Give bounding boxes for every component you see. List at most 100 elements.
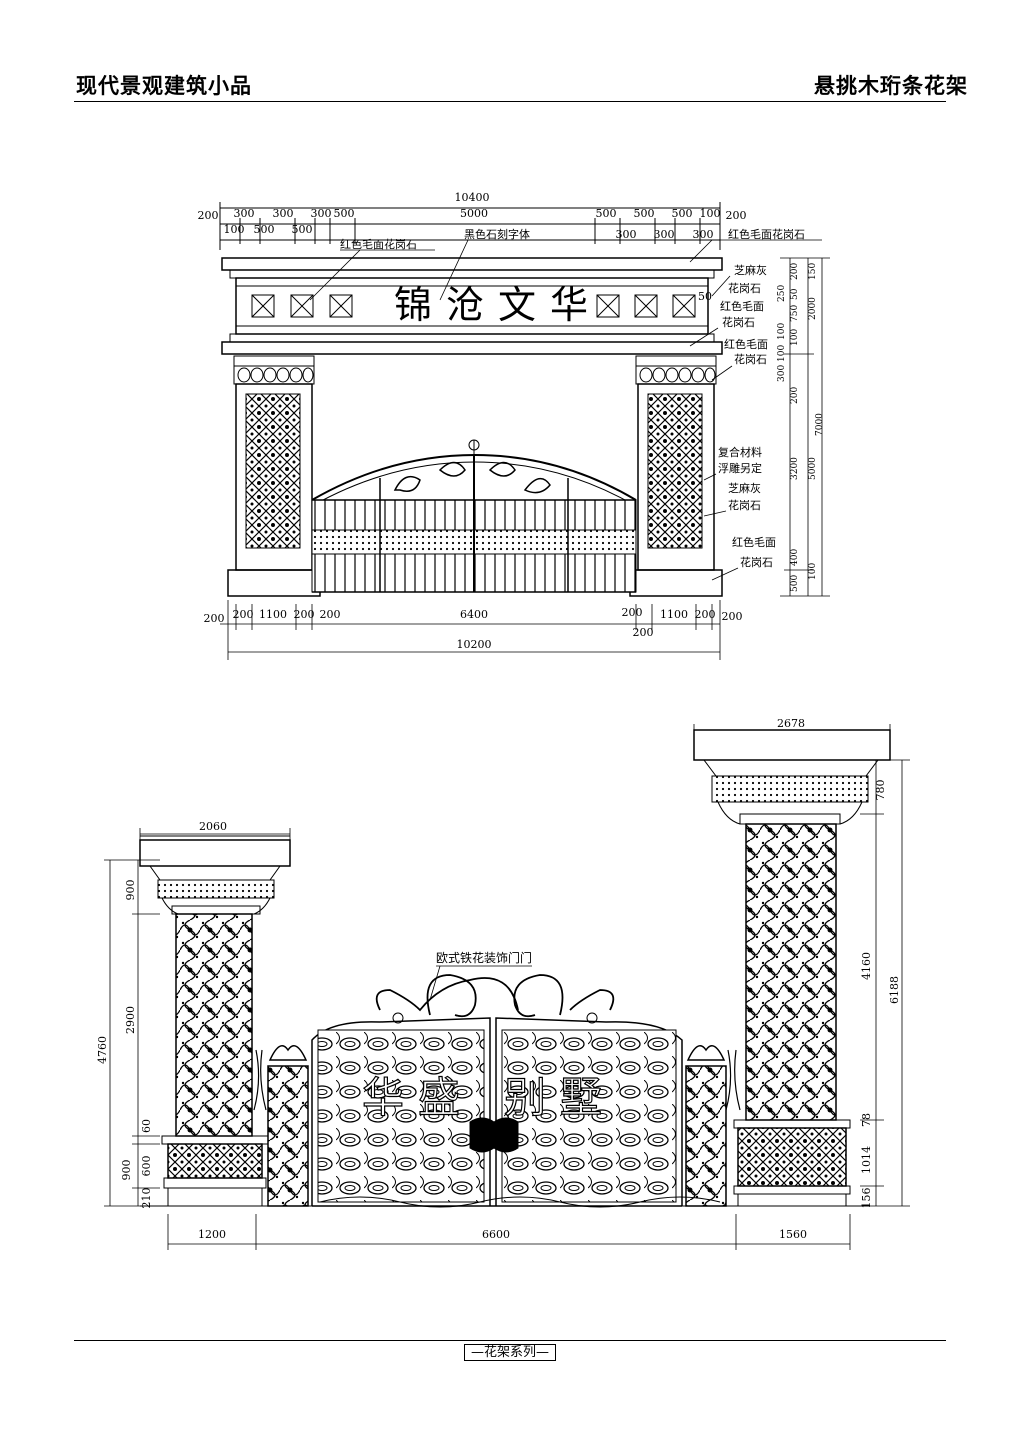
gate1-right-dim-lines <box>780 257 830 597</box>
dim: 150 <box>808 263 818 280</box>
gate1-bottom-dim-lines <box>220 600 721 660</box>
dim: 200 <box>790 263 800 280</box>
label: 花岗石 <box>734 353 767 366</box>
dim: 500 <box>634 207 655 220</box>
label: 花岗石 <box>728 499 761 512</box>
dim: 2900 <box>124 1006 137 1034</box>
dim-overall-bottom: 10200 <box>457 638 492 651</box>
decor-box-group-left <box>251 294 353 318</box>
dim: 2678 <box>777 717 805 730</box>
dim: 100 <box>777 345 787 362</box>
gate2-left-side-panel <box>267 1065 309 1207</box>
label-black-stone-font: 黑色石刻字体 <box>464 227 530 241</box>
dim: 1014 <box>860 1146 873 1174</box>
dim: 2000 <box>808 297 818 320</box>
dim: 500 <box>596 207 617 220</box>
dim: 300 <box>777 365 787 382</box>
dim: 600 <box>140 1156 153 1177</box>
dim: 1560 <box>779 1228 807 1241</box>
label: 红色毛面 <box>732 535 776 549</box>
dim: 5000 <box>460 207 488 220</box>
sheet-title-right: 悬挑木珩条花架 <box>814 74 968 98</box>
label: 浮雕另定 <box>718 461 762 475</box>
dim: 6600 <box>482 1228 510 1241</box>
dim: 50 <box>790 288 800 300</box>
footer-rule <box>74 1340 946 1341</box>
gate2-sign-char-2: 盛 <box>418 1073 460 1122</box>
gate2-sign-char-1: 华 <box>362 1073 404 1122</box>
dim: 100 <box>224 223 245 236</box>
footer-series-label-wrap: —花架系列— <box>0 1341 1020 1361</box>
dim: 300 <box>234 207 255 220</box>
dim: 5000 <box>808 457 818 480</box>
dim: 750 <box>790 305 800 322</box>
dim: 500 <box>790 575 800 592</box>
dim: 200 <box>204 612 225 625</box>
gate1-leaders <box>309 239 822 581</box>
label: 花岗石 <box>722 316 755 329</box>
dim: 1100 <box>259 608 287 621</box>
dim: 60 <box>140 1119 153 1133</box>
dim: 900 <box>120 1160 133 1181</box>
dim: 200 <box>320 608 341 621</box>
dim: 500 <box>334 207 355 220</box>
dim: 200 <box>622 606 643 619</box>
dim: 7000 <box>815 413 825 436</box>
dim: 100 <box>700 207 721 220</box>
label: 红色毛面 <box>724 337 768 351</box>
dim: 300 <box>311 207 332 220</box>
gate-elevation-1 <box>219 202 723 597</box>
label: 花岗石 <box>728 282 761 295</box>
dim: 4760 <box>96 1036 109 1064</box>
gate-elevation-2 <box>139 729 891 1208</box>
dim: 1100 <box>660 608 688 621</box>
dim: 300 <box>616 228 637 241</box>
label-red-granite-cap: 红色毛面花岗石 <box>728 227 805 241</box>
gate2-sign-char-3: 别 <box>504 1073 546 1122</box>
dim: 300 <box>693 228 714 241</box>
sheet-title-left: 现代景观建筑小品 <box>76 74 252 98</box>
label: 50 <box>698 290 712 303</box>
dim: 500 <box>292 223 313 236</box>
dim: 200 <box>726 209 747 222</box>
dim: 500 <box>254 223 275 236</box>
decor-box-group-right <box>596 294 696 318</box>
gate1-top-dimensions: 10400 200 300 300 300 500 5000 500 500 5… <box>198 191 747 241</box>
dim: 200 <box>198 209 219 222</box>
dim: 200 <box>722 610 743 623</box>
label: 花岗石 <box>740 556 773 569</box>
dim: 156 <box>860 1188 873 1209</box>
dim: 500 <box>672 207 693 220</box>
dim: 200 <box>294 608 315 621</box>
dim: 100 <box>790 329 800 346</box>
dim: 400 <box>790 549 800 566</box>
label: 复合材料 <box>718 445 762 459</box>
dim: 200 <box>633 626 654 639</box>
gate2-dim-lines <box>104 724 910 1250</box>
dim: 78 <box>860 1113 873 1127</box>
dim: 3200 <box>790 457 800 480</box>
dim: 300 <box>654 228 675 241</box>
dim: 2060 <box>199 820 227 833</box>
dim: 200 <box>233 608 254 621</box>
gate2-iron-gate <box>311 974 721 1208</box>
dim: 210 <box>140 1188 153 1209</box>
gate2-right-side-panel <box>685 1065 727 1207</box>
dim: 6400 <box>460 608 488 621</box>
gate1-right-pillar <box>629 355 723 597</box>
gate2-gate-label: 欧式铁花装饰门门 <box>436 950 532 965</box>
label: 芝麻灰 <box>728 481 761 495</box>
dim: 900 <box>124 880 137 901</box>
gate1-right-dimensions: 200 150 50 250 750 2000 100 100 100 300 … <box>777 263 825 592</box>
dim: 200 <box>790 387 800 404</box>
dim: 6188 <box>888 976 901 1004</box>
label: 红色毛面 <box>720 299 764 313</box>
gate1-material-labels: 红色毛面花岗石 黑色石刻字体 红色毛面花岗石 芝麻灰 花岗石 50 红色毛面 花… <box>340 227 805 569</box>
gate2-left-column <box>139 835 291 1207</box>
header-rule <box>74 101 946 102</box>
gate2-dimensions: 2060 2678 4760 900 2900 60 600 900 210 7… <box>96 717 901 1241</box>
dim: 100 <box>777 323 787 340</box>
dim: 300 <box>273 207 294 220</box>
